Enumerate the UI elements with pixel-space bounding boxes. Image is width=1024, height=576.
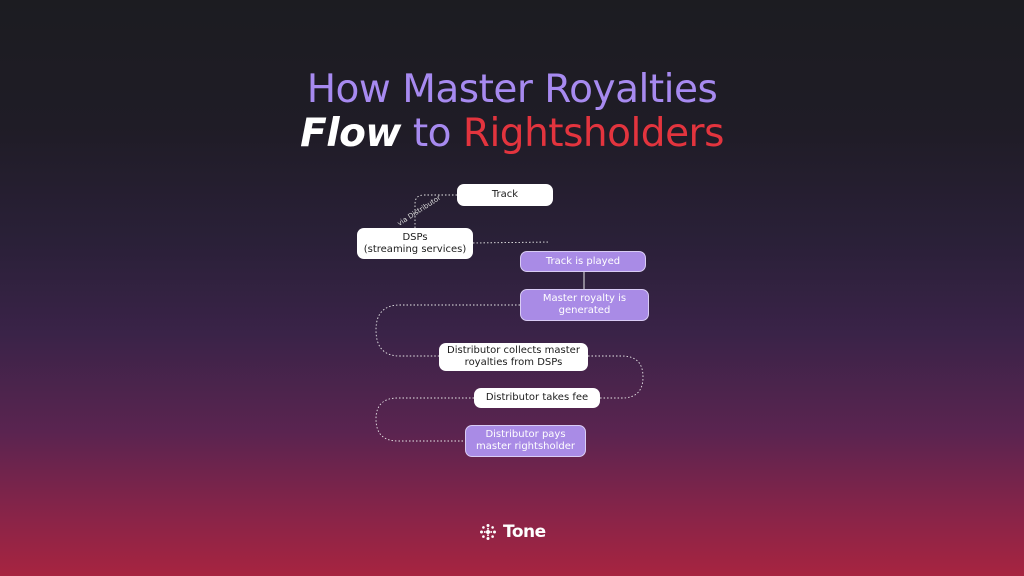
connector-collects-to-fee: [588, 355, 644, 399]
node-collects-label-1: Distributor collects master: [447, 345, 580, 356]
node-track-label: Track: [491, 189, 519, 200]
connector-fee-to-pays: [375, 397, 474, 442]
node-master-label-2: generated: [558, 305, 611, 316]
node-pays-label-2: master rightsholder: [476, 441, 575, 452]
title-flow-word: Flow: [300, 111, 401, 156]
page-title-line-2: Flow to Rightsholders: [0, 112, 1024, 156]
node-pays-label-1: Distributor pays: [485, 429, 566, 440]
page-title-line-1: How Master Royalties: [306, 67, 718, 112]
node-track-played: Track is played: [520, 251, 646, 272]
node-track: Track: [457, 184, 553, 206]
node-dsps: DSPs (streaming services): [357, 228, 473, 259]
connector-dsps-right: [472, 241, 551, 244]
node-dsps-label-1: DSPs: [402, 231, 428, 243]
tone-logo: Tone: [478, 520, 546, 544]
node-master-royalty: Master royalty is generated: [520, 289, 649, 321]
node-fee-label: Distributor takes fee: [485, 392, 589, 403]
node-played-label: Track is played: [545, 255, 621, 267]
node-collects-label-2: royalties from DSPs: [464, 357, 563, 368]
node-master-label-1: Master royalty is: [542, 293, 627, 304]
title-rightsholders-word: Rightsholders: [462, 111, 725, 156]
node-distributor-pays: Distributor pays master rightsholder: [465, 425, 586, 457]
title-to-word: to: [412, 111, 452, 156]
dotted-circle-logo-icon: [480, 524, 496, 540]
node-distributor-fee: Distributor takes fee: [474, 388, 600, 408]
node-dsps-label-2: (streaming services): [363, 243, 467, 255]
node-distributor-collects: Distributor collects master royalties fr…: [439, 343, 588, 371]
brand-name: Tone: [503, 522, 546, 542]
